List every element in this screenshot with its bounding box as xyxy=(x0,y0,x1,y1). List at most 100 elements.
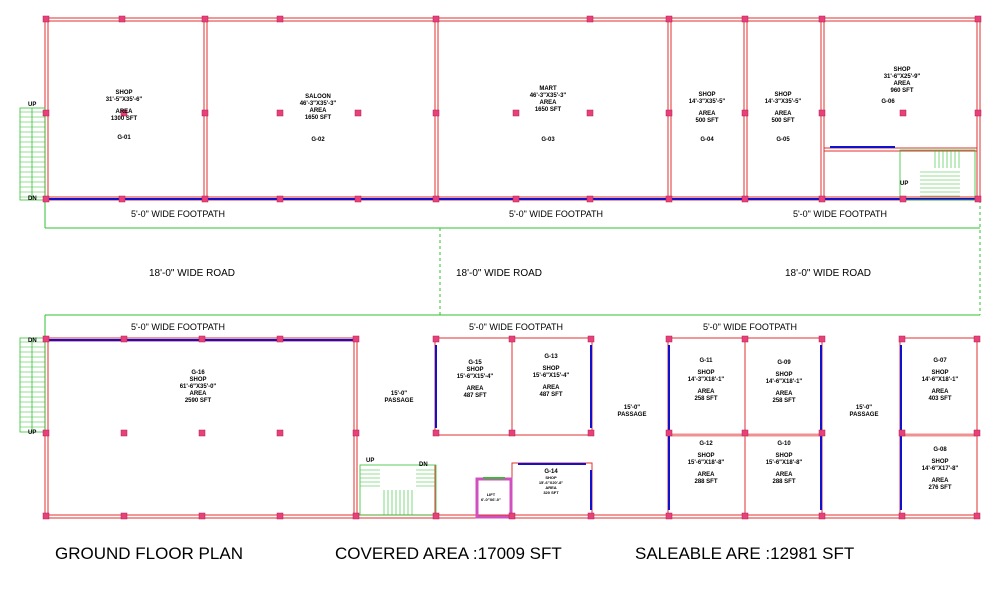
footpath-label: 5'-0" WIDE FOOTPATH xyxy=(702,322,798,332)
room-size: 14'-6"X18'-1" xyxy=(921,377,959,383)
room-area-label: AREA xyxy=(893,81,911,87)
room-type: SHOP xyxy=(775,453,793,459)
room-area-label: AREA xyxy=(697,472,715,478)
column-marker xyxy=(42,335,50,343)
room-type: MART xyxy=(539,86,557,92)
room-id: G-02 xyxy=(311,137,325,143)
column-marker xyxy=(42,15,50,23)
room-size: 14'-3"X18'-1" xyxy=(687,377,725,383)
stair-up-label: UP xyxy=(28,430,37,436)
room-size: 15'-6"X18'-8" xyxy=(687,460,725,466)
room-id: G-07 xyxy=(933,358,947,364)
column-marker xyxy=(432,15,440,23)
room-id: G-01 xyxy=(117,135,131,141)
passage-width: 15'-0" xyxy=(855,405,873,411)
room-type: SHOP xyxy=(931,459,949,465)
top-block-inner-wall xyxy=(47,20,978,198)
room-type: SALOON xyxy=(305,94,331,100)
column-marker xyxy=(898,429,906,437)
column-marker xyxy=(741,109,749,117)
room-area: 487 SFT xyxy=(539,392,563,398)
footpath-label: 5'-0" WIDE FOOTPATH xyxy=(130,322,226,332)
room-size: 61'-6"X35'-0" xyxy=(179,384,217,390)
room-area-label: AREA xyxy=(698,111,716,117)
footpath-label: 5'-0" WIDE FOOTPATH xyxy=(130,209,226,219)
passage-label: 15'-0"PASSAGE xyxy=(385,391,414,405)
column-marker xyxy=(432,109,440,117)
room-id: G-11 xyxy=(699,358,713,364)
column-marker xyxy=(818,512,826,520)
room-size: 31'-5"X35'-6" xyxy=(105,97,143,103)
column-marker xyxy=(818,15,826,23)
column-marker xyxy=(665,109,673,117)
column-marker xyxy=(898,335,906,343)
column-marker xyxy=(120,429,128,437)
lift-title: LIFT xyxy=(486,492,496,497)
column-marker xyxy=(352,335,360,343)
column-marker xyxy=(120,512,128,520)
room-size: 14'-3"X35'-5" xyxy=(688,99,726,105)
column-marker xyxy=(276,429,284,437)
column-marker xyxy=(118,15,126,23)
passage-text: PASSAGE xyxy=(849,412,879,418)
column-marker xyxy=(974,195,982,203)
column-marker xyxy=(587,429,595,437)
column-marker xyxy=(276,512,284,520)
room-id: G-05 xyxy=(776,137,790,143)
room-area: 288 SFT xyxy=(772,479,796,485)
room-type: SHOP xyxy=(466,367,484,373)
column-marker xyxy=(201,195,209,203)
passage-label: 15'-0"PASSAGE xyxy=(618,405,647,419)
passage-label: 15'-0"PASSAGE xyxy=(850,405,879,419)
room-area-label: AREA xyxy=(697,389,715,395)
column-marker xyxy=(42,195,50,203)
stair-up-label: UP xyxy=(366,458,375,464)
room-area-label: AREA xyxy=(189,391,207,397)
column-marker xyxy=(354,109,362,117)
room-area-label: AREA xyxy=(774,111,792,117)
room-size: 31'-6"X25'-9" xyxy=(883,74,921,80)
column-marker xyxy=(198,512,206,520)
column-marker xyxy=(432,429,440,437)
column-marker xyxy=(586,109,594,117)
column-marker xyxy=(741,512,749,520)
room-area-label: AREA xyxy=(931,389,949,395)
column-marker xyxy=(973,335,981,343)
room-area-label: AREA xyxy=(931,478,949,484)
room-area: 320 SFT xyxy=(543,490,559,495)
column-marker xyxy=(665,429,673,437)
room-type: SHOP xyxy=(115,90,133,96)
column-marker xyxy=(120,109,128,117)
footpath-label: 5'-0" WIDE FOOTPATH xyxy=(468,322,564,332)
room-area-label: AREA xyxy=(539,100,557,106)
room-size: 46'-3"X35'-3" xyxy=(299,101,337,107)
room-area-label: AREA xyxy=(775,472,793,478)
room-type: SHOP xyxy=(542,366,560,372)
column-marker xyxy=(352,429,360,437)
plan-title: GROUND FLOOR PLAN xyxy=(55,544,243,563)
room-size: 15'-6"X15'-4" xyxy=(456,374,494,380)
room-area: 1300 SFT xyxy=(110,116,138,122)
column-marker xyxy=(276,335,284,343)
passage-width: 15'-0" xyxy=(390,391,408,397)
room-type: SHOP xyxy=(775,372,793,378)
room-id: G-12 xyxy=(699,441,713,447)
column-marker xyxy=(741,195,749,203)
